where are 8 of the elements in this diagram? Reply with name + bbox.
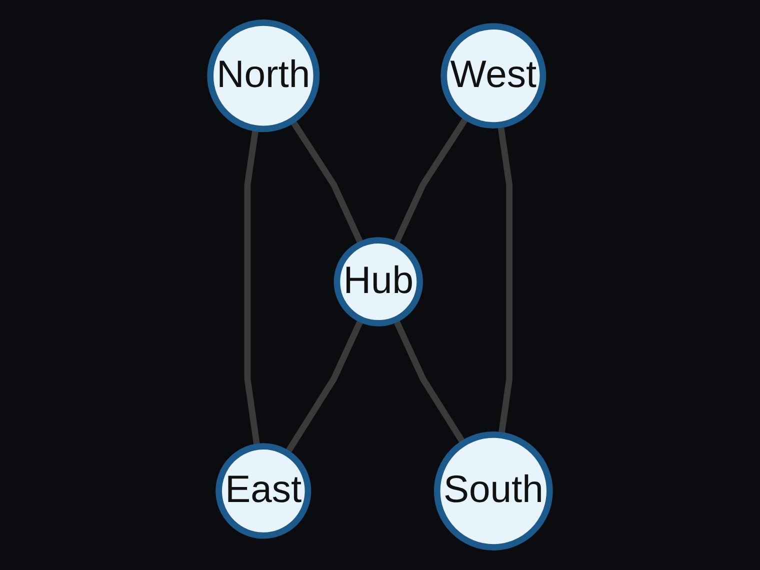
node-circle: East xyxy=(216,443,312,539)
connector xyxy=(290,118,364,246)
node-circle: South xyxy=(434,431,553,550)
node-circle: North xyxy=(207,20,320,132)
node-circle: West xyxy=(440,23,546,129)
connector xyxy=(392,116,470,246)
node-circle: Hub xyxy=(334,237,423,326)
connector xyxy=(284,318,364,455)
